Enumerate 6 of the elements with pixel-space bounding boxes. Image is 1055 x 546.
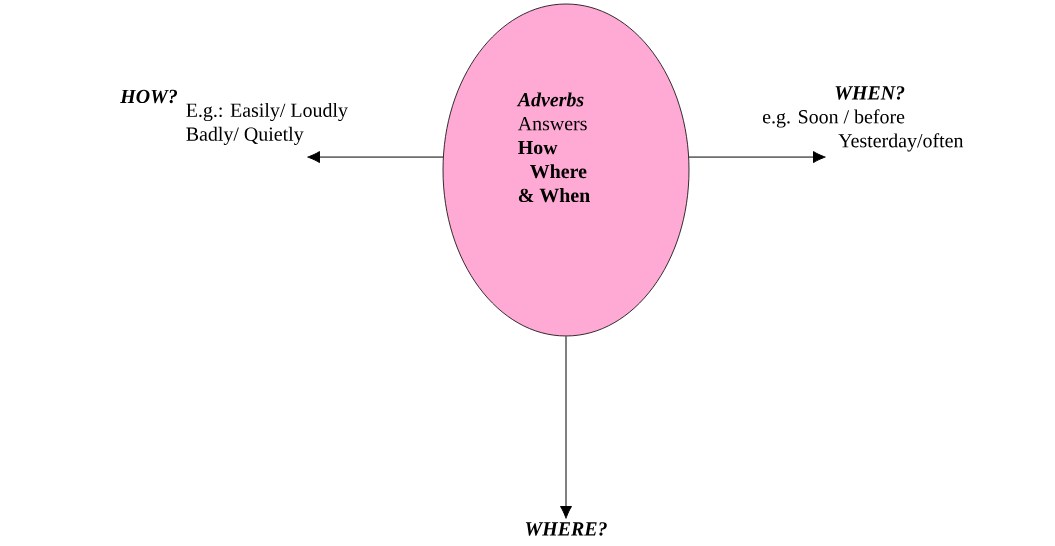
arrow	[560, 335, 573, 519]
text-label: WHERE?	[525, 522, 607, 536]
arrow	[688, 151, 826, 164]
arrow	[307, 151, 444, 164]
text-label: WHEN? e.g. Soon / before Yesterday/often	[763, 86, 964, 152]
text-label: HOW? E.g.: Easily/ Loudly Badly/ Quietly	[120, 89, 348, 145]
